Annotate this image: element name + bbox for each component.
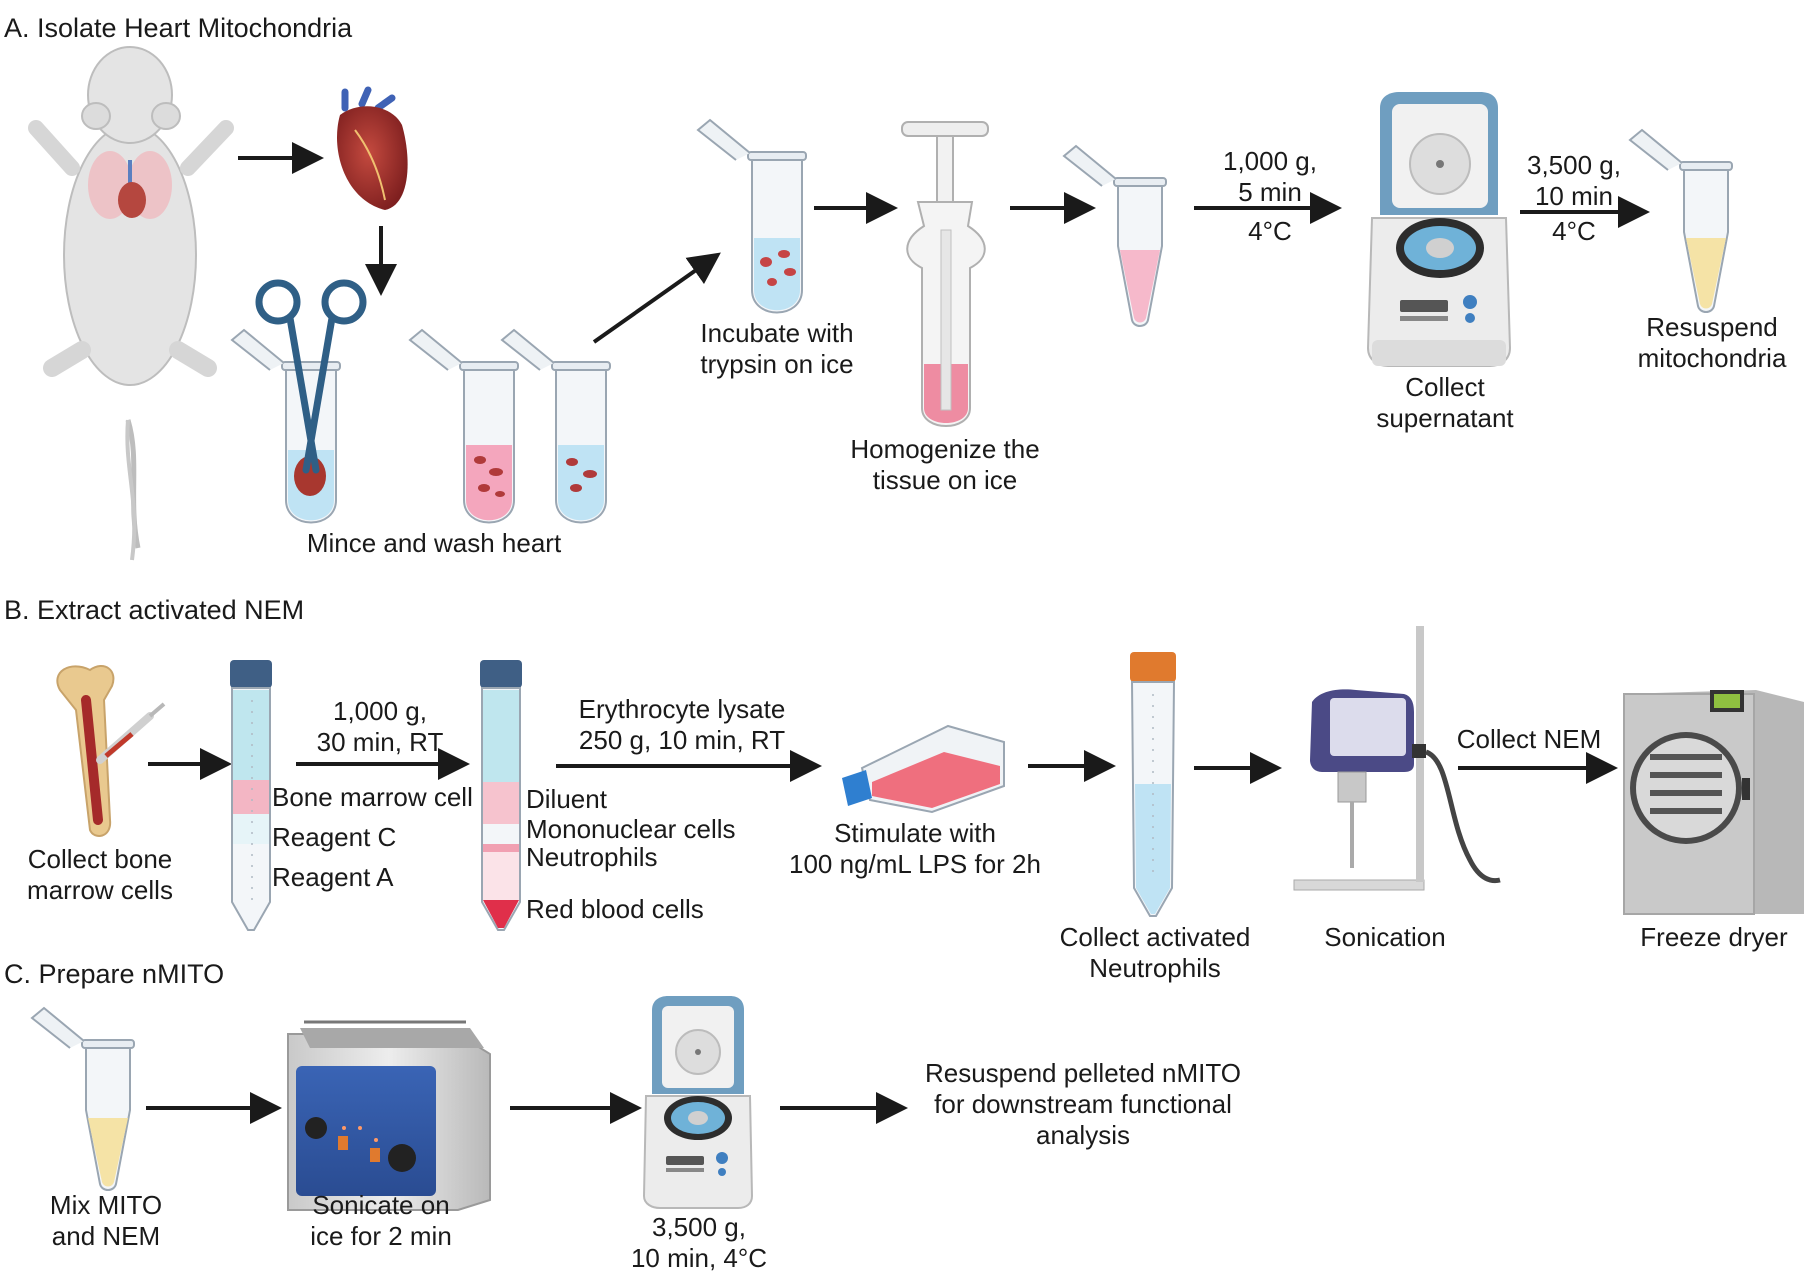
falcon-tube-gradient (230, 660, 272, 931)
label-spin-c: 3,500 g, 10 min, 4°C (630, 1212, 768, 1273)
label-collect-supernatant: Collect supernatant (1376, 372, 1514, 433)
falcon-tube-separated (480, 660, 522, 931)
label-stimulate: Stimulate with 100 ng/mL LPS for 2h (789, 818, 1041, 879)
label-sonication: Sonication (1324, 922, 1446, 952)
homogenizer (901, 121, 989, 427)
pink-conical-tube (1062, 144, 1167, 327)
label-layer-reagent-c: Reagent C (272, 822, 397, 852)
label-layer-bone-marrow: Bone marrow cell (272, 782, 473, 812)
section-b-title: B. Extract activated NEM (4, 595, 305, 625)
heart-illustration (337, 86, 408, 210)
culture-flask (842, 724, 1005, 814)
mix-tube (30, 1006, 135, 1191)
mouse-illustration (28, 46, 234, 561)
label-layer-reagent-a: Reagent A (272, 862, 394, 892)
bone-with-syringe (56, 665, 166, 837)
label-sonicate: Sonicate on ice for 2 min (310, 1190, 452, 1251)
label-spin-b-condition: 1,000 g, 30 min, RT (316, 696, 444, 757)
label-spin2-condition: 3,500 g, 10 min (1527, 150, 1621, 211)
centrifuge-a (1366, 92, 1512, 367)
label-resuspend-nmito: Resuspend pelleted nMITO for downstream … (924, 1058, 1242, 1150)
label-collect-neutrophils: Collect activated Neutrophils (1059, 922, 1251, 983)
label-spin2-temp: 4°C (1552, 216, 1596, 246)
ultrasonic-bath (287, 1020, 491, 1211)
label-collect-bone-marrow: Collect bone marrow cells (27, 844, 173, 905)
label-spin1-temp: 4°C (1248, 216, 1292, 246)
arrow-to-incubate (592, 252, 721, 344)
tube-pink-wash (408, 328, 519, 524)
yellow-conical-tube (1628, 128, 1733, 313)
label-layer-rbc: Red blood cells (526, 894, 704, 924)
label-layer-mononuclear: Mononuclear cells (526, 814, 736, 844)
label-freeze-dryer: Freeze dryer (1640, 922, 1788, 952)
section-a-title: A. Isolate Heart Mitochondria (4, 13, 353, 43)
neutrophil-tube (1130, 652, 1176, 917)
sonicator (1293, 626, 1501, 891)
label-collect-nem: Collect NEM (1456, 724, 1602, 754)
trypsin-tube (696, 118, 807, 314)
label-spin1-condition: 1,000 g, 5 min (1223, 146, 1317, 207)
label-layer-diluent: Diluent (526, 784, 607, 814)
centrifuge-c (642, 996, 754, 1209)
label-mince: Mince and wash heart (306, 528, 562, 558)
tube-blue-wash (500, 328, 611, 524)
label-lysate: Erythrocyte lysate 250 g, 10 min, RT (578, 694, 786, 755)
label-mix: Mix MITO and NEM (49, 1190, 163, 1251)
label-resuspend-mito: Resuspend mitochondria (1637, 312, 1787, 373)
freeze-dryer (1623, 690, 1804, 915)
label-homogenize: Homogenize the tissue on ice (850, 434, 1040, 495)
label-incubate: Incubate with trypsin on ice (700, 318, 854, 379)
section-c-title: C. Prepare nMITO (4, 959, 225, 989)
label-layer-neutrophils: Neutrophils (526, 842, 658, 872)
tube-with-scissors (230, 279, 367, 524)
